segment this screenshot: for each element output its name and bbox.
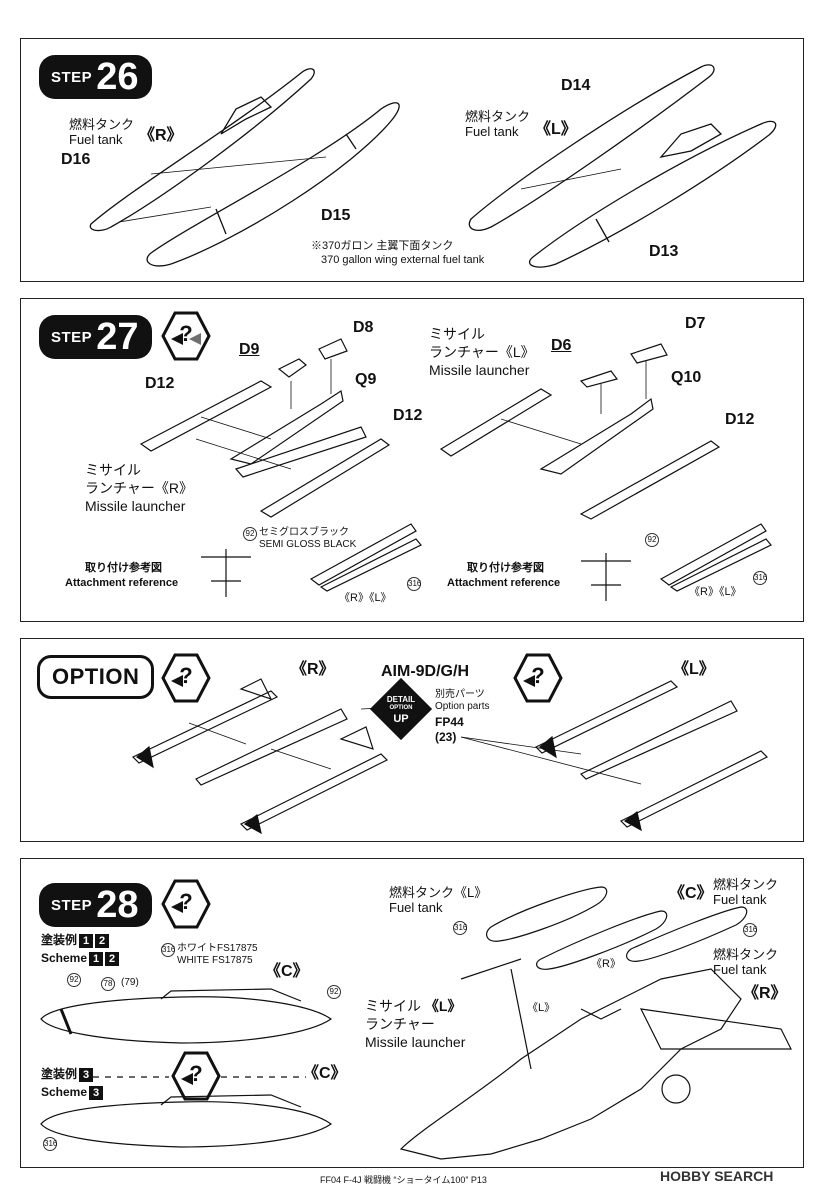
step-27-drawing xyxy=(139,338,772,601)
option-parts-label: 別売パーツ Option parts xyxy=(435,689,490,712)
attachment-reference-2: 取り付け参考図 Attachment reference xyxy=(447,562,561,589)
decal-316-28b: 316 xyxy=(43,1137,57,1151)
right-tank-label: 燃料タンク Fuel tank xyxy=(69,117,135,147)
step-28-panel: STEP 28 ? ? xyxy=(20,858,804,1168)
choice-icon-option-1: ? xyxy=(161,653,211,703)
part-d7: D7 xyxy=(685,315,706,332)
option-panel: OPTION ? ? 《R》 《L》 xyxy=(20,638,804,842)
step-27-panel: STEP 27 ? xyxy=(20,298,804,622)
option-part-number: FP44 (23) xyxy=(435,715,464,744)
detail-up-text: DETAIL OPTION UP xyxy=(386,695,416,725)
r-small-mark: 《R》 xyxy=(591,958,621,970)
left-mark: 《L》 xyxy=(535,121,577,138)
part-d12-b: D12 xyxy=(393,407,423,424)
launcher-l-label: ミサイル ランチャー《L》 Missile launcher xyxy=(429,326,535,378)
option-r-mark: 《R》 xyxy=(291,661,335,678)
decal-79: (79) xyxy=(121,977,139,988)
paint-92-28b: 92 xyxy=(327,985,341,999)
step-27-badge: STEP 27 xyxy=(39,315,153,359)
part-d14: D14 xyxy=(561,77,591,94)
fuel-r-mark: 《R》 xyxy=(743,985,787,1002)
attachment-reference-1: 取り付け参考図 Attachment reference xyxy=(65,562,179,589)
part-d8: D8 xyxy=(353,319,374,336)
part-d9: D9 xyxy=(239,341,260,358)
decal-316-28: 316 xyxy=(161,943,175,957)
fuel-tank-c-label: 燃料タンク Fuel tank xyxy=(713,877,779,907)
option-l-mark: 《L》 xyxy=(673,661,715,678)
c-mark-28-b: 《C》 xyxy=(303,1065,347,1082)
decal-78: 78 xyxy=(101,977,115,991)
fuel-tank-r-label: 燃料タンク Fuel tank xyxy=(713,947,779,977)
rl-mark-2: 《R》《L》 xyxy=(689,586,742,598)
step-28-drawing xyxy=(40,886,792,1160)
rl-mark-1: 《R》《L》 xyxy=(339,592,392,604)
paint-92-28a: 92 xyxy=(67,973,81,987)
decal-316: 316 xyxy=(407,577,421,591)
paint-92: 92 xyxy=(243,527,257,541)
choice-icon-28: ? xyxy=(161,879,211,929)
launcher-r-label: ミサイル ランチャー《R》 Missile launcher xyxy=(85,462,193,514)
c-mark-28: 《C》 xyxy=(265,963,309,980)
step-26-panel: STEP 26 燃料タンク Fuel tank 《R》 D16 D15 燃料 xyxy=(20,38,804,282)
left-tank-label: 燃料タンク Fuel tank xyxy=(465,109,531,139)
l-small-mark: 《L》 xyxy=(527,1002,556,1014)
paint-92-b: 92 xyxy=(645,533,659,547)
missile-launcher-28-label: ミサイル 《L》 ランチャー Missile launcher xyxy=(365,998,466,1050)
step-26-drawing xyxy=(89,64,777,268)
fuel-tank-note: ※370ガロン 主翼下面タンク 370 gallon wing external… xyxy=(311,240,485,266)
part-q10: Q10 xyxy=(671,369,702,386)
step-26-badge: STEP 26 xyxy=(39,55,153,99)
part-d15: D15 xyxy=(321,207,351,224)
part-d16: D16 xyxy=(61,151,91,168)
paint-semi-gloss-black: セミグロスブラック SEMI GLOSS BLACK xyxy=(259,527,357,550)
fuel-c-mark: 《C》 xyxy=(669,885,713,902)
part-d13: D13 xyxy=(649,243,679,260)
step-28-badge: STEP 28 xyxy=(39,883,153,927)
choice-icon-28-b: ? xyxy=(171,1051,221,1101)
right-mark: 《R》 xyxy=(139,127,183,144)
choice-icon: ? xyxy=(161,311,211,361)
option-badge: OPTION xyxy=(37,655,155,699)
page-footer: FF04 F-4J 戦闘機 “ショータイム100” P13 xyxy=(320,1175,487,1185)
decal-316-28c: 316 xyxy=(453,921,467,935)
decal-316-28d: 316 xyxy=(743,923,757,937)
option-drawing xyxy=(131,678,769,835)
watermark: HOBBY SEARCH xyxy=(660,1168,774,1184)
choice-icon-option-2: ? xyxy=(513,653,563,703)
part-d6: D6 xyxy=(551,337,572,354)
decal-316-b: 316 xyxy=(753,571,767,585)
missile-type: AIM-9D/G/H xyxy=(381,663,469,680)
fuel-tank-l-label: 燃料タンク《L》 Fuel tank xyxy=(389,885,488,915)
white-fs17875: ホワイトFS17875 WHITE FS17875 xyxy=(177,943,258,966)
part-q9: Q9 xyxy=(355,371,377,388)
part-d12-a: D12 xyxy=(145,375,175,392)
part-d12-c: D12 xyxy=(725,411,755,428)
